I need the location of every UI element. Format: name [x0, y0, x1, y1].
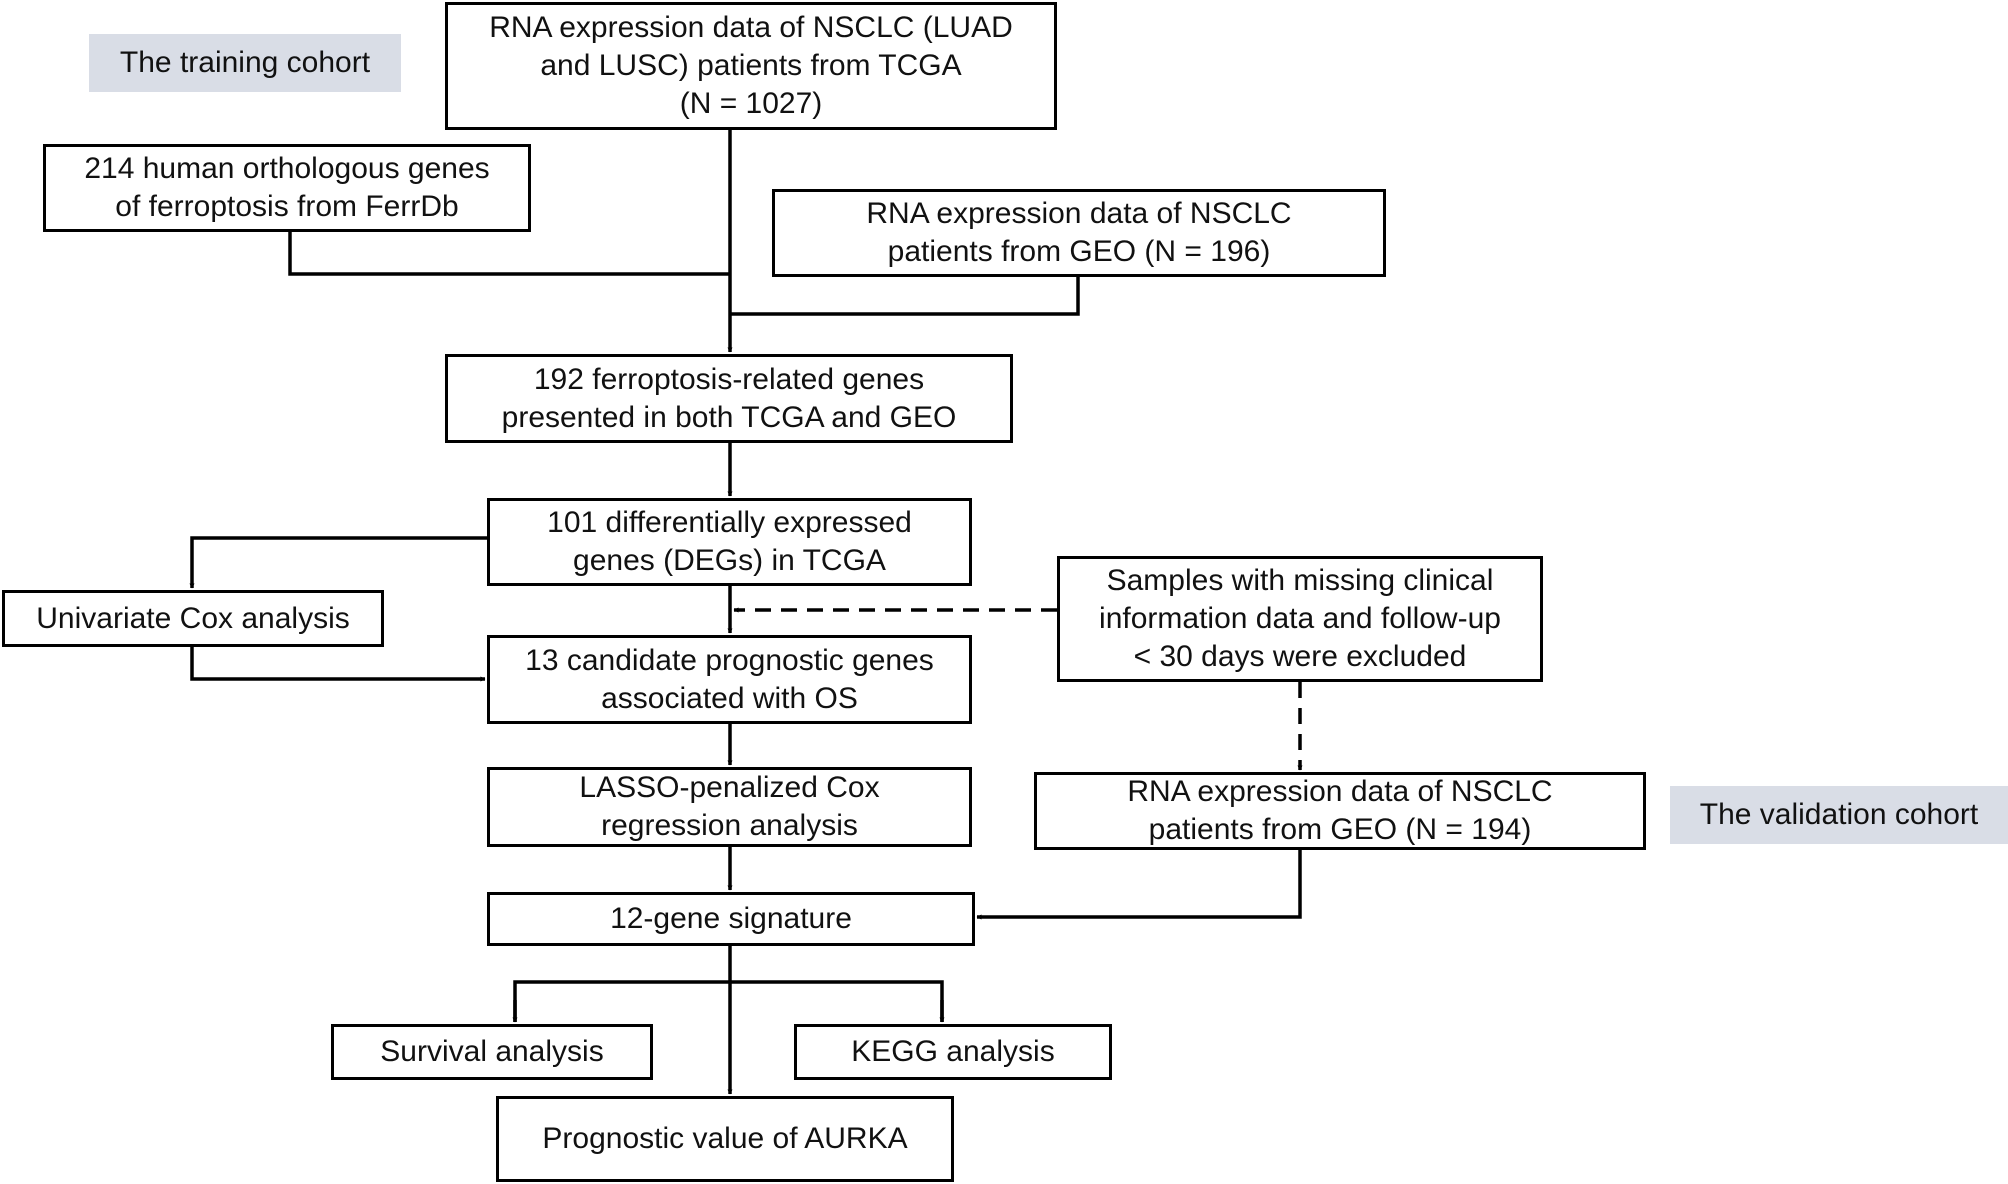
survival-analysis-box: Survival analysis [331, 1024, 653, 1080]
candidate-genes-box: 13 candidate prognostic genes associated… [487, 635, 972, 724]
gene-signature-box: 12-gene signature [487, 892, 975, 946]
univariate-cox-box: Univariate Cox analysis [2, 590, 384, 647]
degs-box: 101 differentially expressed genes (DEGs… [487, 498, 972, 586]
geo-training-box: RNA expression data of NSCLC patients fr… [772, 189, 1386, 277]
connector-ferrdb-join [288, 232, 730, 276]
geo-validation-box: RNA expression data of NSCLC patients fr… [1034, 772, 1646, 850]
training-cohort-label: The training cohort [89, 34, 401, 92]
connector-univariate-to-13 [190, 647, 486, 682]
connector-geo194-to-signature [976, 850, 1302, 920]
tcga-data-box: RNA expression data of NSCLC (LUAD and L… [445, 2, 1057, 130]
excluded-samples-box: Samples with missing clinical informatio… [1057, 556, 1543, 682]
ferroptosis-192-box: 192 ferroptosis-related genes presented … [445, 354, 1013, 443]
connector-degs-to-univariate [189, 536, 487, 589]
lasso-box: LASSO-penalized Cox regression analysis [487, 767, 972, 847]
ferrdb-genes-box: 214 human orthologous genes of ferroptos… [43, 144, 531, 232]
connector-geo196-join [730, 277, 1080, 316]
aurka-box: Prognostic value of AURKA [496, 1096, 954, 1182]
validation-cohort-label: The validation cohort [1670, 786, 2008, 844]
kegg-analysis-box: KEGG analysis [794, 1024, 1112, 1080]
